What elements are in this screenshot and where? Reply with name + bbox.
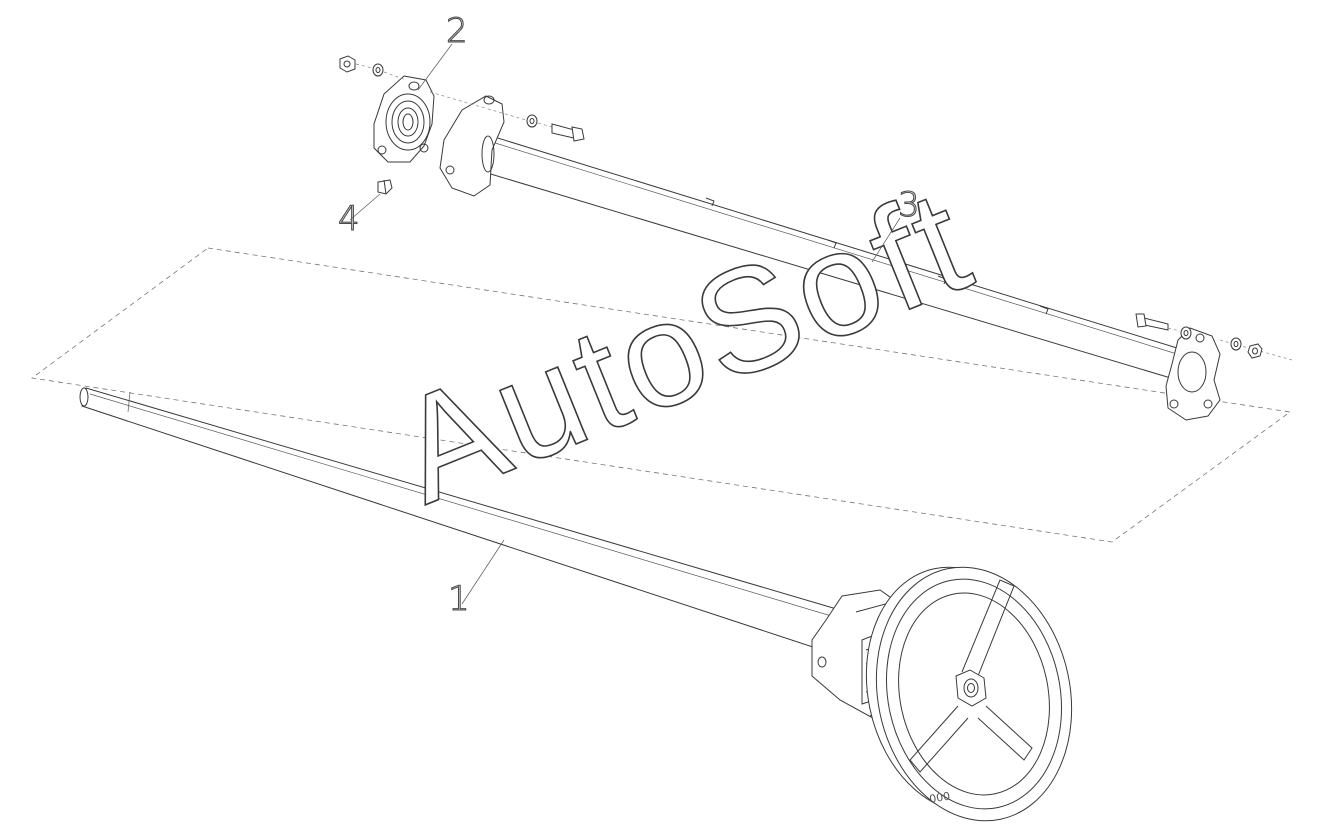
callout-4: 4	[337, 193, 381, 240]
part-4-grease-nipple	[377, 179, 393, 195]
nut	[1247, 343, 1263, 359]
callout-3-label: 3	[898, 185, 920, 225]
nut	[339, 55, 356, 73]
hub-nut	[955, 669, 987, 707]
callout-4-label: 4	[338, 199, 360, 239]
washer	[372, 63, 384, 77]
part-1-shaft-pulley: 000	[79, 387, 1073, 822]
part-2-bearing-flange	[373, 75, 435, 163]
part-3-tube-housing	[439, 95, 1221, 421]
fasteners	[339, 55, 1293, 361]
washer	[1180, 326, 1192, 340]
wheel-marking: 000	[928, 790, 951, 806]
callout-2-label: 2	[446, 11, 468, 51]
washer	[1230, 337, 1242, 351]
callout-1: 1	[447, 539, 505, 620]
assembly-plane-outline	[30, 247, 1292, 543]
callout-3: 3	[871, 184, 920, 263]
callout-2: 2	[417, 10, 468, 91]
washer	[526, 114, 538, 128]
callout-1-label: 1	[448, 579, 470, 619]
